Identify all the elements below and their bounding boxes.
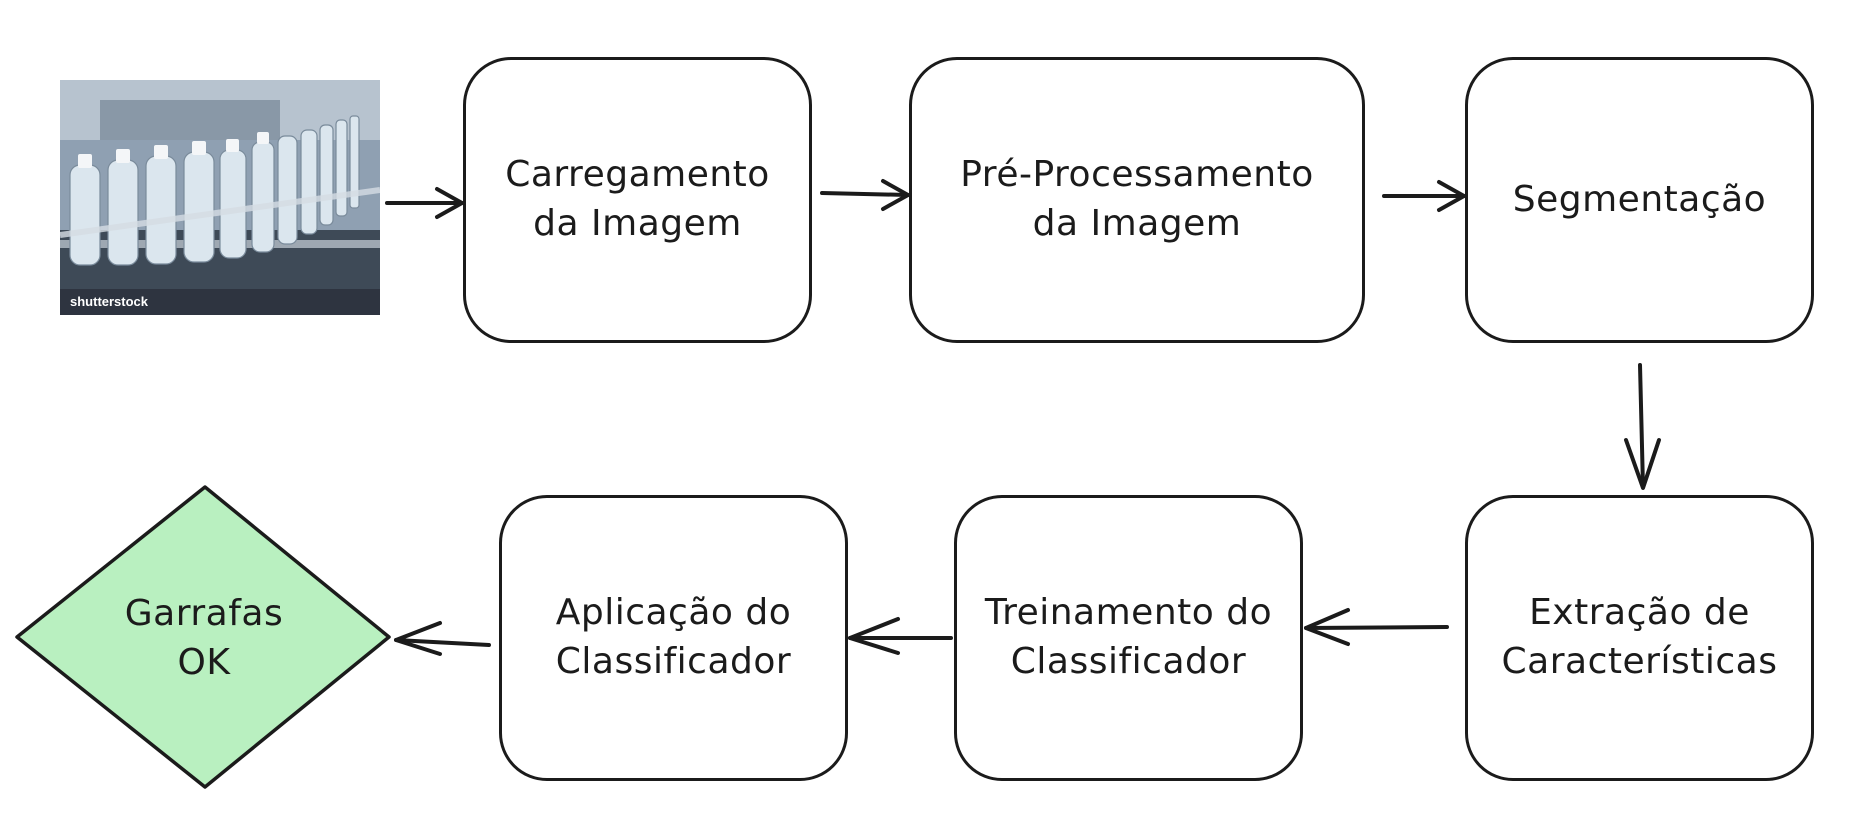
arrow-preprocessamento-to-segmentacao (1382, 180, 1466, 212)
result-diamond-shape (15, 485, 391, 789)
step-pre-processamento-label: Pré-Processamento da Imagem (960, 154, 1314, 244)
step-treinamento-label: Treinamento do Classificador (984, 592, 1273, 682)
arrow-aplicacao-to-resultado (394, 621, 491, 656)
step-aplicacao-do-classificador: Aplicação do Classificador (499, 495, 848, 781)
step-segmentacao-label: Segmentação (1512, 178, 1767, 220)
step-pre-processamento-da-imagem: Pré-Processamento da Imagem (909, 57, 1365, 343)
photo-watermark-caption: shutterstock (60, 289, 380, 315)
arrow-extracao-to-treinamento (1304, 608, 1449, 646)
step-treinamento-do-classificador: Treinamento do Classificador (954, 495, 1303, 781)
arrow-treinamento-to-aplicacao (848, 617, 953, 655)
bottling-line-photo: shutterstock (60, 80, 380, 315)
step-extracao-de-caracteristicas: Extração de Características (1465, 495, 1814, 781)
step-segmentacao: Segmentação (1465, 57, 1814, 343)
arrow-segmentacao-to-extracao (1624, 363, 1661, 490)
arrow-photo-to-carregamento (385, 187, 464, 219)
step-carregamento-label: Carregamento da Imagem (505, 154, 770, 244)
bottles-illustration-icon (60, 80, 380, 315)
step-aplicacao-label: Aplicação do Classificador (555, 592, 792, 682)
step-carregamento-da-imagem: Carregamento da Imagem (463, 57, 812, 343)
result-garrafas-ok-label: Garrafas OK (124, 593, 284, 683)
arrow-carregamento-to-preprocessamento (820, 179, 910, 211)
step-extracao-label: Extração de Características (1501, 592, 1778, 682)
